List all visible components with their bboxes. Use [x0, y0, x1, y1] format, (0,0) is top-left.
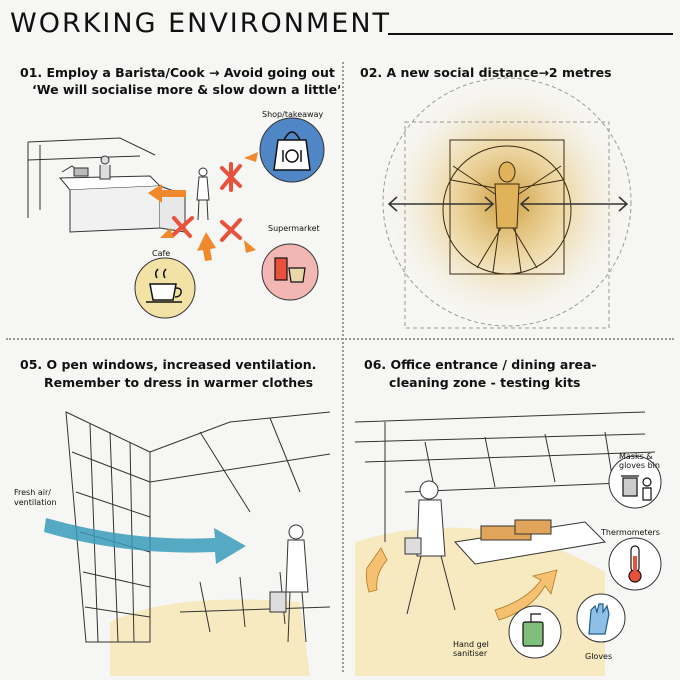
panel-02-illustration: [377, 72, 637, 332]
label-masks-line1: Masks &: [619, 452, 653, 461]
label-supermarket: Supermarket: [268, 224, 320, 233]
thermometer-icon: [628, 545, 642, 583]
thermometer-circle: [608, 537, 662, 591]
orange-arrows: [148, 184, 216, 261]
coffee-cup-icon: [146, 268, 182, 303]
shop-takeaway-circle: [259, 117, 325, 183]
panel-06-caption-line2: cleaning zone - testing kits: [389, 375, 581, 390]
panel-06-office-entrance: 06. Office entrance / dining area- clean…: [345, 342, 680, 676]
label-masks-line2: gloves bin: [619, 461, 660, 470]
label-fresh-air-line1: Fresh air/: [14, 488, 51, 497]
gloves-icon: [588, 603, 610, 635]
label-cafe: Cafe: [152, 249, 171, 258]
label-fresh-air-line2: ventilation: [14, 498, 57, 507]
bin-icon: [621, 475, 652, 501]
panel-06-illustration: [354, 411, 662, 676]
gloves-circle: [576, 593, 626, 643]
panel-05-caption-line2: Remember to dress in warmer clothes: [44, 375, 314, 390]
cafe-circle: [134, 257, 196, 319]
kitchen-counter-sketch: [27, 137, 186, 233]
panel-05-caption-line1: 05. O pen windows, increased ventilation…: [20, 357, 317, 372]
divider-vertical: [342, 62, 344, 672]
panel-02-social-distance: 02. A new social distance→2 metres: [345, 60, 680, 336]
panel-05-illustration: [44, 411, 331, 676]
panel-05-ventilation: 05. O pen windows, increased ventilation…: [0, 342, 340, 676]
sanitiser-circle: [508, 605, 562, 659]
panel-01-illustration: [27, 117, 325, 319]
panel-01-barista: 01. Employ a Barista/Cook → Avoid going …: [0, 60, 340, 336]
distance-arrows: [387, 196, 629, 212]
title-rule: [388, 33, 673, 35]
arrow-to-kitchen: [148, 184, 186, 203]
cross-marks: [170, 162, 242, 242]
panel-06-caption-line1: 06. Office entrance / dining area-: [364, 357, 597, 372]
label-hand-gel-line2: sanitiser: [453, 649, 488, 658]
walking-person: [404, 480, 456, 615]
groceries-icon: [274, 257, 306, 283]
office-interior-sketch: [354, 411, 656, 565]
label-hand-gel-line1: Hand gel: [453, 640, 489, 649]
fresh-air-flow: [44, 518, 246, 564]
circulation-arrows: [365, 547, 558, 621]
page-title: WORKING ENVIRONMENT: [10, 8, 392, 39]
sanitiser-icon: [522, 613, 544, 647]
panel-01-caption-line2: ‘We will socialise more & slow down a li…: [32, 82, 340, 97]
shopping-bag-icon: [273, 131, 311, 171]
label-gloves: Gloves: [585, 652, 613, 661]
supermarket-circle: [261, 243, 319, 301]
panel-02-caption: 02. A new social distance→2 metres: [360, 65, 612, 80]
arrow-down: [197, 232, 216, 261]
label-thermometers: Thermometers: [601, 528, 660, 537]
vitruvian-man-icon: [442, 139, 572, 275]
person-with-bags: [269, 524, 309, 643]
divider-horizontal: [6, 338, 674, 340]
label-shop-takeaway: Shop/takeaway: [262, 110, 324, 119]
panel-01-caption-line1: 01. Employ a Barista/Cook → Avoid going …: [20, 65, 335, 80]
masks-circle: [608, 455, 662, 509]
barista-figure: [196, 167, 210, 221]
